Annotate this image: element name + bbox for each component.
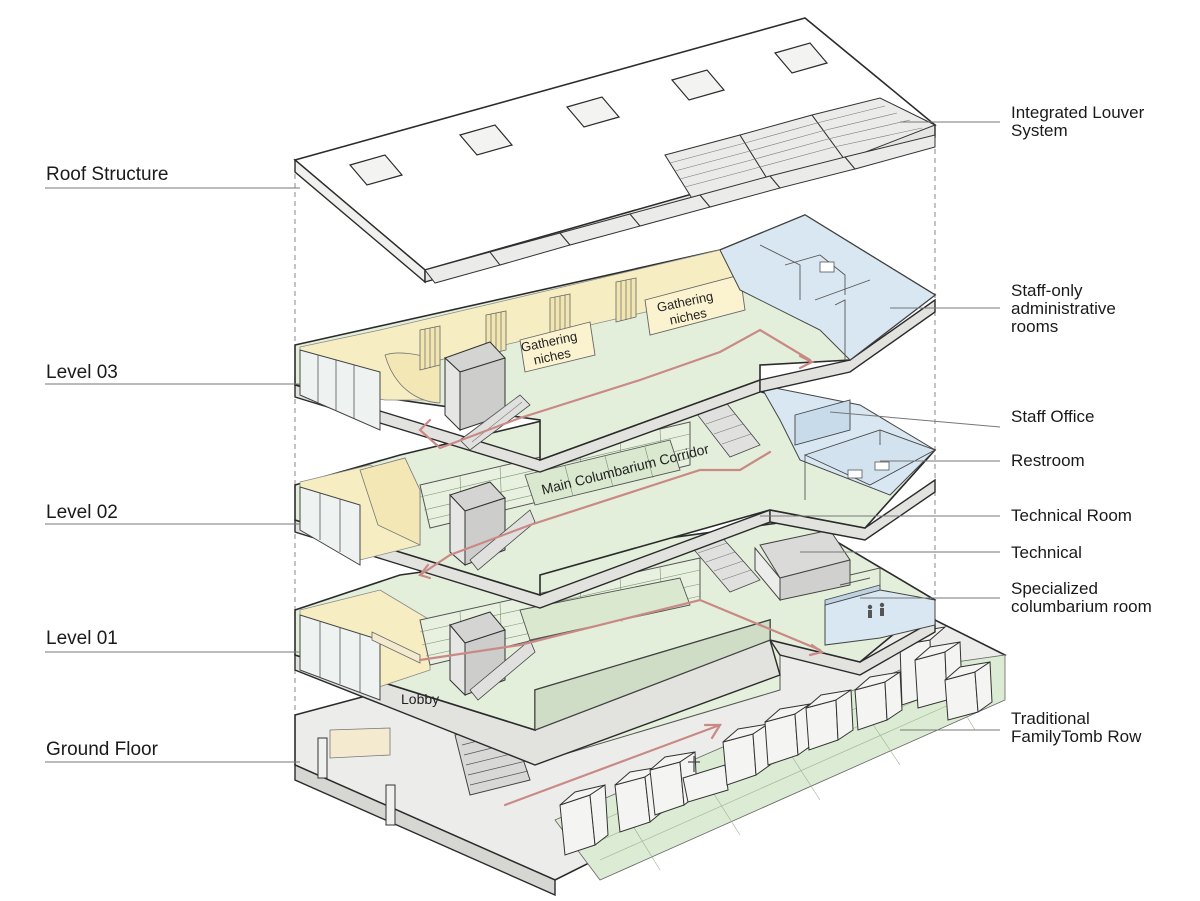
toilet-icon [847,461,890,479]
label-restroom: Restroom [1011,451,1085,470]
tomb [559,784,609,856]
tomb [944,661,993,721]
tag-lobby: Lobby [401,691,440,707]
label-ground-floor: Ground Floor [46,739,158,760]
label-level-03: Level 03 [46,362,118,383]
label-technical: Technical [1011,543,1082,562]
family-tomb-row [559,626,993,856]
label-integrated-louver-system: Integrated Louver System [1011,103,1145,140]
tomb [805,689,854,751]
leader-lines [45,121,1001,763]
label-technical-room: Technical Room [1011,506,1132,525]
tomb [764,703,813,766]
cross-symbol [688,756,700,772]
label-roof-structure: Roof Structure [46,164,169,185]
tomb [722,723,771,786]
label-staff-only-admin-rooms: Staff-only administrative rooms [1011,281,1116,336]
person-icon [867,602,885,618]
tomb [682,764,729,803]
label-traditional-family-tomb-row: Traditional FamilyTomb Row [1011,709,1142,746]
label-specialized-columbarium-room: Specialized columbarium room [1011,579,1152,616]
label-level-02: Level 02 [46,502,118,523]
tomb [854,671,903,731]
label-level-01: Level 01 [46,628,118,649]
level-03-slab [294,214,937,473]
roof-slab [293,17,937,284]
label-staff-office: Staff Office [1011,407,1095,426]
